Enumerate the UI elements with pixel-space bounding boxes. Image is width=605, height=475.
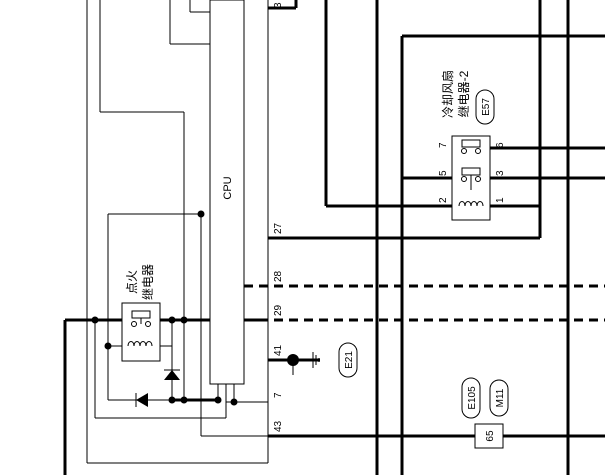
connector-e57-badge: [475, 89, 495, 125]
cpu-pin-43: 43: [273, 420, 284, 432]
fan-relay-pin-2: 2: [438, 197, 449, 203]
cpu-pin-28: 28: [273, 270, 284, 282]
joint-connector: E105 M11 65: [461, 377, 509, 449]
fan-relay-label-line2: 继电器-2: [457, 70, 471, 117]
diodes: [135, 369, 180, 407]
terminal-65-box: [474, 423, 504, 449]
connector-m11-badge: [489, 379, 509, 417]
cpu-pin-7: 7: [273, 392, 284, 398]
cpu-pin-27: 27: [273, 222, 284, 234]
thin-wires: [86, 0, 269, 464]
fan-relay-pin-3: 3: [495, 170, 506, 176]
cpu-pin-29: 29: [273, 304, 284, 316]
cpu-pin-41: 41: [273, 344, 284, 356]
connector-e105: E105: [467, 386, 478, 410]
cpu-pin-labels: 3 27 28 29 41 7 43: [273, 2, 284, 432]
fan-relay-pin-7: 7: [438, 142, 449, 148]
cpu-label: CPU: [222, 176, 234, 199]
terminal-65: 65: [485, 430, 496, 442]
connector-m11: M11: [495, 388, 506, 407]
ignition-relay-label-line1: 点火: [125, 270, 139, 294]
fan-relay-pin-1: 1: [495, 197, 506, 203]
cpu-pin-3: 3: [273, 2, 284, 8]
junction-dots: [91, 210, 299, 406]
fan-relay-pin-5: 5: [438, 170, 449, 176]
ignition-relay: 点火 继电器: [121, 264, 161, 362]
fan-relay-pin-6: 6: [495, 142, 506, 148]
cpu-box: CPU: [209, 0, 245, 385]
shielded-wires: [244, 284, 605, 322]
connector-e21: E21: [344, 351, 355, 369]
connector-e105-badge: [461, 377, 481, 419]
connector-e57: E57: [481, 98, 492, 116]
connector-e21-badge: [338, 342, 358, 378]
fan-relay-label-line1: 冷却风扇: [440, 70, 455, 118]
ground-e21: E21: [292, 342, 358, 378]
fan-relay: 冷却风扇 继电器-2 E57 7 6 5 3 2 1: [438, 70, 506, 221]
ignition-relay-label-line2: 继电器: [141, 264, 155, 300]
